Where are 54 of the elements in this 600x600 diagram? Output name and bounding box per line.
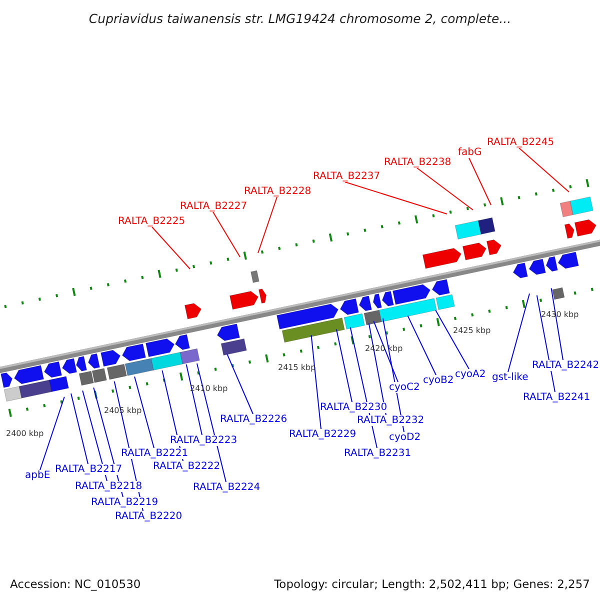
gene-label: RALTA_B2218 (75, 481, 142, 492)
leader-line (310, 334, 322, 430)
leader-line (70, 392, 88, 464)
leader-line (336, 328, 352, 402)
scale-label: 2400 kbp (6, 428, 44, 440)
leader-line (536, 294, 556, 392)
leader-line (407, 315, 436, 376)
gene-label: RALTA_B2217 (55, 464, 122, 475)
leader-line (468, 158, 492, 206)
leader-line (40, 396, 65, 470)
gene-label: fabG (458, 147, 482, 158)
leader-line (373, 320, 398, 382)
gene-label: cyoD2 (389, 432, 421, 443)
leader-line (435, 310, 470, 370)
gene-label: RALTA_B2219 (91, 497, 158, 508)
leader-line (258, 196, 278, 254)
leader-line (134, 376, 154, 448)
leader-line (212, 212, 240, 258)
gene-label: RALTA_B2226 (220, 414, 288, 425)
gene-label: RALTA_B2232 (357, 415, 424, 426)
accession-text: Accession: NC_010530 (10, 578, 141, 590)
gene-label: RALTA_B2229 (289, 429, 356, 440)
leader-line (508, 293, 530, 372)
gene-label: gst-like (492, 372, 528, 383)
gene-label: RALTA_B2231 (344, 448, 412, 459)
gene-label: RALTA_B2224 (193, 482, 260, 493)
leader-line (344, 182, 448, 214)
gene-label: RALTA_B2237 (313, 171, 380, 182)
leader-line (82, 390, 108, 482)
leader-line (416, 168, 474, 210)
gene-label: RALTA_B2223 (170, 435, 238, 446)
gene-label: RALTA_B2230 (320, 402, 388, 413)
leader-line (196, 363, 226, 482)
gene-label: cyoA2 (455, 369, 486, 380)
summary-text: Topology: circular; Length: 2,502,411 bp; Genes: 2,257 (274, 578, 590, 590)
gene-label: RALTA_B2242 (532, 360, 600, 371)
gene-label: RALTA_B2227 (180, 201, 248, 212)
leader-line (226, 354, 254, 414)
gene-label: cyoC2 (389, 382, 420, 393)
gene-label: RALTA_B2245 (487, 137, 554, 148)
gene-label: RALTA_B2238 (384, 157, 452, 168)
leader-line (152, 226, 190, 270)
gene-label: RALTA_B2220 (115, 511, 182, 522)
gene-label: RALTA_B2228 (244, 186, 312, 197)
leader-line (186, 364, 202, 436)
gene-label: RALTA_B2221 (121, 448, 188, 459)
gene-label: RALTA_B2225 (118, 216, 186, 227)
gene-label: RALTA_B2222 (153, 461, 220, 472)
gene-label: RALTA_B2241 (523, 392, 590, 403)
scale-label: 2425 kbp (453, 325, 491, 337)
leader-line (518, 148, 570, 192)
gene-label: cyoB2 (423, 375, 454, 386)
gene-label: apbE (25, 470, 50, 481)
title: Cupriavidus taiwanensis str. LMG19424 chromosome 2, complete... (88, 11, 512, 26)
